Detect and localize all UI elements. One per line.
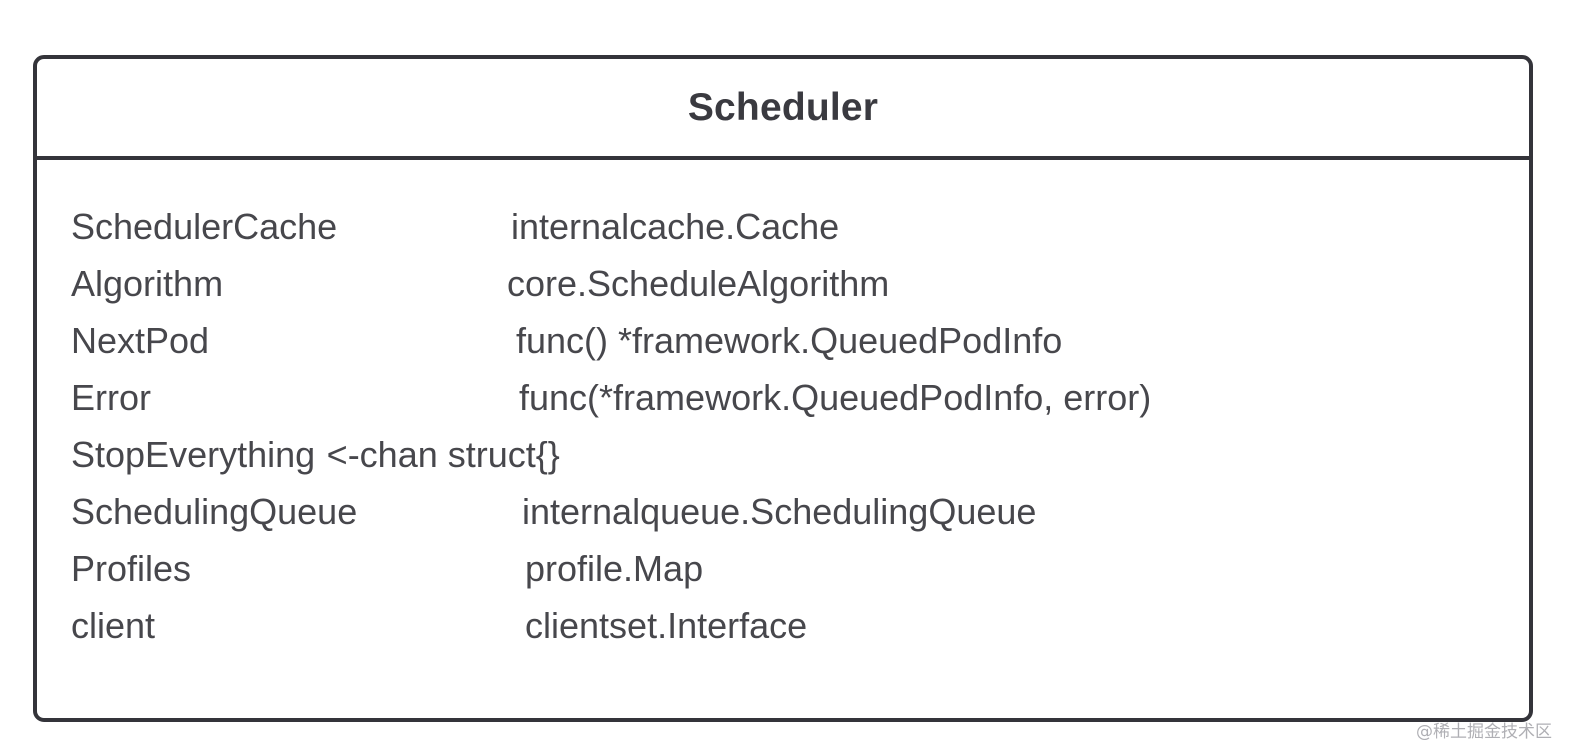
class-title-compartment: Scheduler [37, 59, 1529, 160]
field-type: func() *framework.QueuedPodInfo [516, 320, 1063, 361]
field-type: internalcache.Cache [511, 206, 840, 247]
field-type: profile.Map [525, 548, 704, 589]
field-type: clientset.Interface [525, 605, 808, 646]
field-name: Algorithm [71, 263, 224, 304]
field-name: client [71, 605, 156, 646]
field-type: core.ScheduleAlgorithm [507, 263, 890, 304]
field-row: SchedulerCache internalcache.Cache [37, 198, 1529, 255]
field-row: Error func(*framework.QueuedPodInfo, erro… [37, 369, 1529, 426]
field-type: func(*framework.QueuedPodInfo, error) [519, 377, 1152, 418]
class-title: Scheduler [687, 86, 879, 129]
field-name: SchedulerCache [71, 206, 338, 247]
field-name: Error [71, 377, 151, 418]
field-row: client clientset.Interface [37, 597, 1529, 654]
field-name: StopEverything [71, 434, 316, 475]
field-row: Profiles profile.Map [37, 540, 1529, 597]
field-row: SchedulingQueue internalqueue.SchedulingQ… [37, 483, 1529, 540]
field-name: SchedulingQueue [71, 491, 358, 532]
watermark: @稀土掘金技术区 [1416, 722, 1552, 742]
field-name: NextPod [71, 320, 210, 361]
field-type: internalqueue.SchedulingQueue [522, 491, 1037, 532]
field-name: Profiles [71, 548, 192, 589]
uml-class-box: Scheduler SchedulerCache internalcache.Ca… [33, 55, 1533, 722]
field-row: StopEverything<-chan struct{} [37, 426, 1529, 483]
field-row: NextPod func() *framework.QueuedPodInfo [37, 312, 1529, 369]
field-row: Algorithm core.ScheduleAlgorithm [37, 255, 1529, 312]
field-type: <-chan struct{} [326, 434, 560, 475]
